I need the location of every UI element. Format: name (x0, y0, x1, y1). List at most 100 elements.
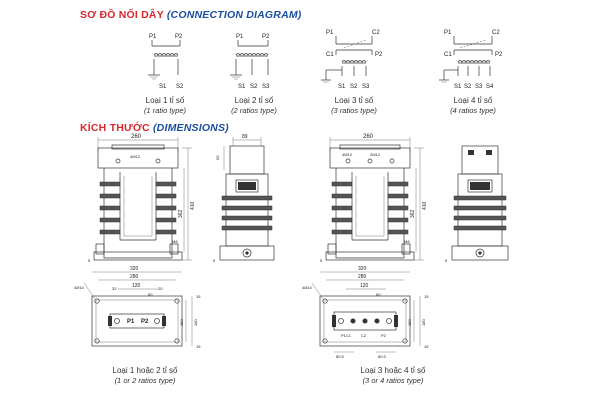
terminal-label: S1 (454, 84, 462, 90)
dimension-label: 4Ø14 (74, 285, 85, 290)
dimension-label: 15 (196, 344, 201, 349)
dimensions-caption-label: Loại 1 hoặc 2 tỉ số (112, 366, 178, 375)
terminal-label: C2 (372, 30, 380, 36)
dimension-label: 280 (358, 274, 367, 280)
wiring-heading-en: (CONNECTION DIAGRAM) (166, 9, 302, 21)
terminal-label: P2 (262, 34, 270, 40)
terminal-label: P2 (175, 34, 183, 40)
wiring-caption-2: Loại 2 tỉ số (2 ratios type) (222, 96, 286, 115)
terminal-label: C2 (361, 333, 367, 338)
wiring-caption-sub: (4 ratios type) (450, 106, 496, 115)
dimension-label: 15 (424, 294, 429, 299)
terminal-label: P1 (149, 34, 157, 40)
dimensions-caption-3-4: Loại 3 hoặc 4 tỉ số (3 or 4 ratios type) (343, 366, 443, 385)
dimension-label: 32 (112, 286, 117, 291)
terminal-label: C1 (444, 52, 452, 58)
dimension-label: 4Ø14 (302, 285, 313, 290)
wiring-caption-sub: (2 ratios type) (231, 106, 277, 115)
dimensions-caption-label: Loại 3 hoặc 4 tỉ số (360, 366, 426, 375)
terminal-label: P2 (375, 52, 383, 58)
terminal-label: S3 (262, 84, 270, 90)
dimension-label: 150 (407, 319, 412, 326)
terminal-label: S1 (338, 84, 346, 90)
dimension-label: 5 (445, 258, 448, 263)
dimension-label: 4M12 (342, 152, 353, 157)
terminal-label: P2 (381, 333, 387, 338)
dimension-label: 362 (410, 209, 416, 218)
terminal-label: C2 (492, 30, 500, 36)
wiring-diagram-3-ratios: P1 C2 C1 P2 S1 S2 S3 (321, 30, 383, 90)
wiring-heading: SƠ ĐỒ NỐI DÂY (CONNECTION DIAGRAM) (80, 9, 302, 21)
terminal-label: P1 (444, 30, 452, 36)
dimensions-heading-vi: KÍCH THƯỚC (80, 122, 150, 134)
wiring-diagram-2-ratios: P1 P2 S1 S2 S3 (230, 34, 270, 90)
dimension-label: 2M12 (370, 152, 381, 157)
dimension-label: 180 (421, 319, 426, 326)
wiring-diagram-4-ratios: P1 C2 C1 P2 S1 S2 S3 S4 (439, 30, 503, 90)
dimension-label: 120 (132, 283, 141, 289)
terminal-label: S2 (250, 84, 258, 90)
wiring-caption-sub: (1 ratio type) (143, 106, 187, 115)
dimension-label: 280 (130, 274, 139, 280)
terminal-label: S3 (475, 84, 483, 90)
wiring-caption-1: Loại 1 tỉ số (1 ratio type) (135, 96, 195, 115)
terminal-label: P1 (127, 319, 135, 325)
terminal-label: S4 (486, 84, 494, 90)
terminal-label: P1C1 (341, 333, 352, 338)
terminal-label: P2 (495, 52, 503, 58)
dimension-label: 260 (363, 134, 374, 140)
dimension-label: 80.5 (378, 354, 387, 359)
dimension-label: 260 (131, 134, 142, 140)
front-view-3-4-ratios: 260 4M12 2M12 M8 (320, 134, 428, 263)
dimension-label: 60 (148, 292, 153, 297)
dimension-label: M8 (404, 239, 410, 244)
dimensions-caption-sub: (3 or 4 ratios type) (362, 376, 424, 385)
dimension-label: 5 (88, 258, 91, 263)
dimensions-heading-en: (DIMENSIONS) (152, 122, 229, 134)
terminal-label: S1 (159, 84, 167, 90)
terminal-label: S2 (176, 84, 184, 90)
dimension-label: 80.5 (336, 354, 345, 359)
terminal-label: P1 (326, 30, 334, 36)
plan-view-1-2-ratios: 320 280 120 32 60 20 4Ø14 P1 P2 15 (74, 266, 201, 349)
dimension-label: 60 (376, 292, 381, 297)
wiring-caption-label: Loại 2 tỉ số (234, 96, 274, 105)
terminal-label: S3 (362, 84, 370, 90)
dimension-label: 120 (360, 283, 369, 289)
terminal-label: P2 (141, 319, 149, 325)
terminal-label: S1 (238, 84, 246, 90)
wiring-caption-label: Loại 1 tỉ số (145, 96, 185, 105)
dimension-label: 320 (358, 266, 367, 272)
terminal-label: S2 (350, 84, 358, 90)
dimension-label: 15 (196, 294, 201, 299)
wiring-caption-sub: (3 ratios type) (331, 106, 377, 115)
side-view-1-2-ratios: 89 50 5 (213, 134, 275, 263)
dimension-label: 362 (178, 209, 184, 218)
dimension-label: 5 (213, 258, 216, 263)
terminal-label: C1 (326, 52, 334, 58)
dimension-label: M8 (172, 239, 178, 244)
dimensions-heading: KÍCH THƯỚC (DIMENSIONS) (80, 122, 229, 134)
wiring-caption-label: Loại 3 tỉ số (334, 96, 374, 105)
dimension-label: 15 (424, 344, 429, 349)
wiring-heading-vi: SƠ ĐỒ NỐI DÂY (80, 9, 164, 21)
dimension-label: 5 (320, 258, 323, 263)
dimension-label: 180 (193, 319, 198, 326)
side-view-3-4-ratios: 5 (445, 145, 509, 263)
wiring-caption-3: Loại 3 tỉ số (3 ratios type) (322, 96, 386, 115)
dimension-label: 410 (422, 201, 428, 210)
front-view-1-2-ratios: 260 4M12 (88, 134, 196, 263)
wiring-diagram-1-ratio: P1 P2 S1 S2 (148, 34, 184, 90)
dimension-label: 20 (158, 286, 163, 291)
plan-view-3-4-ratios: 320 280 120 60 4Ø14 P1C1 C2 P2 (302, 266, 429, 359)
dimension-label: 4M12 (130, 154, 141, 159)
terminal-label: P1 (236, 34, 244, 40)
wiring-caption-4: Loại 4 tỉ số (4 ratios type) (440, 96, 506, 115)
dimension-label: 50 (215, 155, 220, 160)
wiring-caption-label: Loại 4 tỉ số (453, 96, 493, 105)
terminal-label: S2 (464, 84, 472, 90)
dimension-label: 410 (190, 201, 196, 210)
dimension-label: 320 (130, 266, 139, 272)
